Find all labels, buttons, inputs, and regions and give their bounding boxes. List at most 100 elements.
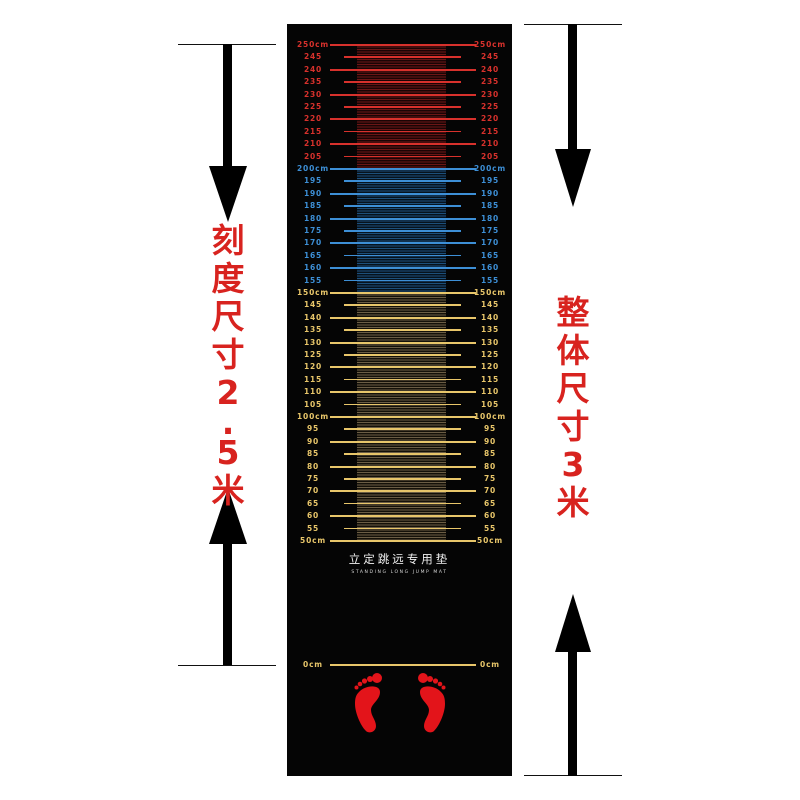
label-char: 整 [556, 293, 590, 332]
tick-row: 195 195 [287, 176, 512, 193]
zero-label-left: 0cm [303, 660, 323, 669]
label-char: 尺 [211, 297, 245, 336]
tick-line [344, 56, 461, 58]
tick-label-left: 90 [306, 436, 320, 446]
tick-line [344, 378, 461, 381]
tick-label-right: 145 [480, 300, 500, 310]
label-char: 寸 [556, 407, 590, 446]
tick-line [330, 242, 476, 245]
tick-row: 135 135 [287, 325, 512, 342]
tick-label-left: 195 [303, 176, 323, 186]
tick-label-left: 170 [303, 238, 323, 248]
tick-label-left: 235 [303, 77, 323, 87]
tick-label-left: 190 [303, 188, 323, 198]
tick-label-right: 215 [480, 126, 500, 136]
tick-line [344, 428, 461, 430]
tick-line [330, 143, 476, 146]
tick-line [344, 205, 461, 207]
zero-line-row: 0cm 0cm [287, 660, 512, 677]
tick-line [330, 93, 476, 96]
tick-label-left: 155 [303, 275, 323, 285]
tick-label-right: 225 [480, 102, 500, 111]
label-char: 米 [556, 483, 590, 522]
right-up-arrow-icon [555, 594, 591, 776]
tick-line [330, 366, 476, 369]
tick-label-right: 240 [480, 64, 500, 74]
tick-line [344, 354, 461, 356]
label-char: 刻 [211, 221, 245, 260]
tick-label-left: 220 [303, 114, 323, 124]
label-char: 米 [211, 471, 245, 510]
tick-line [344, 230, 461, 232]
tick-line [344, 254, 461, 257]
mat-title-english: STANDING LONG JUMP MAT [351, 570, 448, 575]
tick-line [344, 180, 461, 182]
tick-label-right: 135 [480, 325, 500, 335]
tick-label-left: 135 [303, 325, 323, 335]
tick-line [330, 168, 476, 170]
tick-line [330, 267, 476, 270]
tick-row: 120 120 [287, 362, 512, 379]
tick-label-left: 215 [303, 126, 323, 136]
tick-label-right: 75 [483, 474, 497, 483]
tick-label-left: 75 [306, 474, 320, 483]
tick-row: 215 215 [287, 127, 512, 144]
tick-line [344, 403, 461, 406]
tick-label-left: 140 [303, 312, 323, 322]
tick-label-right: 190 [480, 188, 500, 198]
zero-label-right: 0cm [480, 660, 500, 669]
tick-label-left: 150cm [297, 288, 329, 297]
tick-label-left: 175 [303, 226, 323, 235]
tick-label-left: 120 [303, 362, 323, 372]
label-char: 体 [556, 331, 590, 370]
tick-label-right: 65 [483, 498, 497, 508]
tick-label-left: 230 [303, 89, 323, 99]
tick-line [344, 106, 461, 108]
tick-label-left: 245 [303, 52, 323, 62]
tick-label-right: 185 [480, 201, 500, 211]
tick-row: 150cm 150cm [287, 288, 512, 305]
tick-line [330, 416, 476, 418]
tick-label-left: 160 [303, 263, 323, 273]
label-char: 寸 [211, 335, 245, 374]
tick-label-right: 150cm [474, 288, 506, 297]
tick-label-right: 200cm [474, 164, 506, 173]
mat-title-chinese: 立定跳远专用垫 [348, 552, 451, 566]
tick-row: 190 190 [287, 189, 512, 206]
tick-line [330, 118, 476, 121]
tick-line [330, 540, 476, 542]
tick-label-right: 195 [480, 176, 500, 186]
tick-line [330, 316, 476, 319]
tick-label-left: 70 [306, 486, 320, 496]
tick-label-right: 170 [480, 238, 500, 248]
tick-line [344, 502, 461, 505]
tick-label-left: 125 [303, 350, 323, 359]
tick-label-right: 250cm [474, 40, 506, 49]
label-char: 度 [211, 259, 245, 298]
tick-label-right: 120 [480, 362, 500, 372]
tick-row: 170 170 [287, 238, 512, 255]
